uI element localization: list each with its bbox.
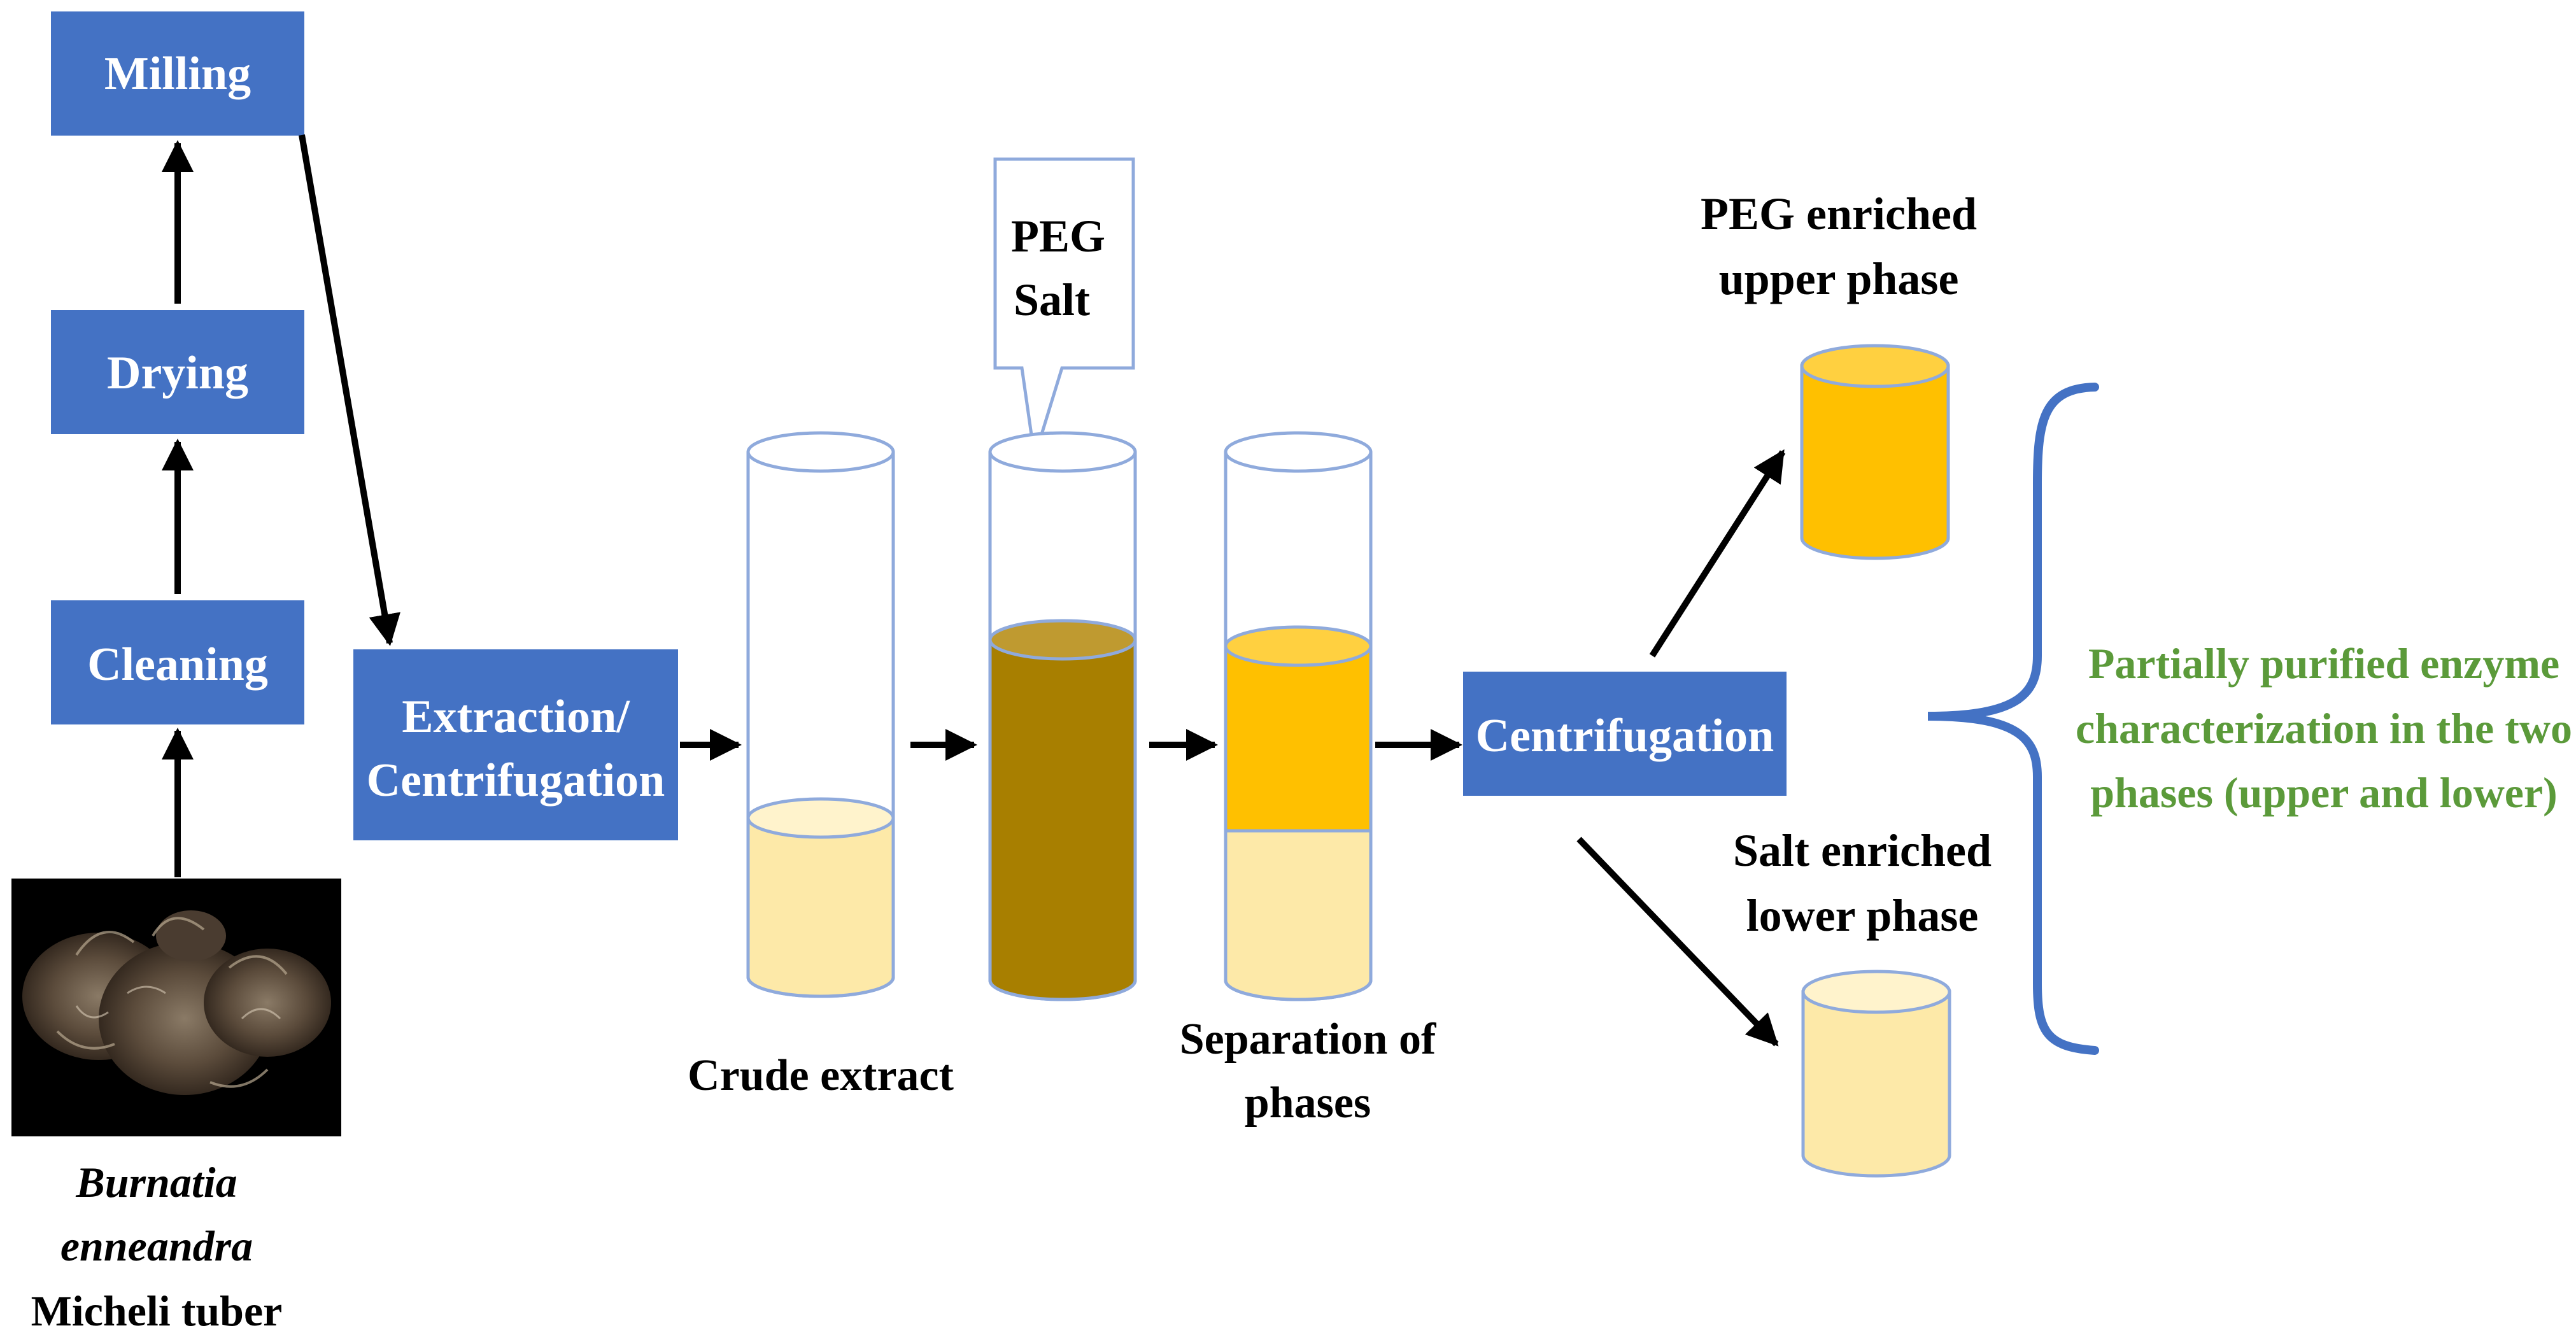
arrow-to-upper-phase [1649,449,1786,658]
upper-phase-label-line1: PEG enriched [1701,188,1977,239]
centrifugation-label: Centrifugation [1476,710,1774,762]
curly-brace [1927,383,2099,1055]
separation-label-line1: Separation of [1180,1015,1436,1064]
callout-salt: Salt [1014,274,1090,325]
tuber-name-line2: enneandra [60,1222,253,1270]
milling-box: Milling [51,11,304,136]
cleaning-label: Cleaning [87,639,268,691]
result-line3: phases (upper and lower) [2090,768,2558,817]
result-line1: Partially purified enzyme [2088,639,2559,688]
tuber-name-line1: Burnatia [75,1158,237,1206]
tuber-name-line3: Micheli tuber [31,1287,283,1335]
result-line2: characterization in the two [2076,704,2572,752]
peg-salt-callout: PEG Salt [993,157,1135,458]
milling-label: Milling [104,48,251,100]
cleaning-box: Cleaning [51,600,304,724]
arrow-to-lower-phase [1576,837,1779,1047]
separation-tube [1224,431,1373,1001]
tuber-photo [11,879,341,1136]
separation-label-line2: phases [1245,1078,1371,1127]
extraction-label-line2: Centrifugation [367,754,665,807]
crude-extract-label: Crude extract [688,1051,954,1100]
peg-salt-tube [988,431,1137,1001]
lower-phase-label-line2: lower phase [1746,890,1979,941]
crude-extract-tube [746,431,895,998]
lower-phase-label-line1: Salt enriched [1733,825,1992,876]
drying-label: Drying [107,347,248,399]
centrifugation-box: Centrifugation [1463,672,1787,796]
upper-phase-label-line2: upper phase [1719,253,1959,304]
extraction-label-line1: Extraction/ [402,691,630,743]
lower-phase-cylinder [1801,970,1951,1178]
drying-box: Drying [51,310,304,434]
arrow-milling-to-extraction [299,134,400,646]
extraction-box: Extraction/ Centrifugation [353,649,678,840]
callout-peg: PEG [1011,211,1105,262]
upper-phase-cylinder [1800,344,1950,560]
